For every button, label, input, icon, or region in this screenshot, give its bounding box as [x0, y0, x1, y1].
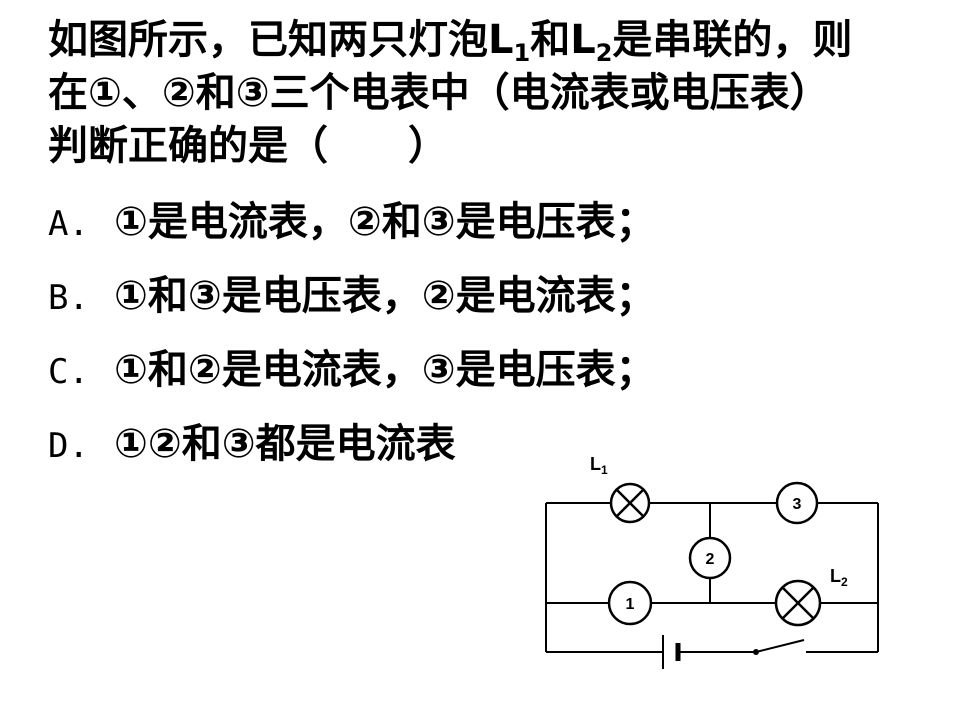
meter-1: 1: [607, 580, 653, 626]
question-line-1: 如图所示，已知两只灯泡L1和L2是串联的，则: [48, 17, 853, 67]
option-c-letter: C.: [48, 352, 89, 392]
question-line-3: 判断正确的是（ ）: [48, 123, 448, 169]
circuit-diagram: L1 L2 3 2 1: [545, 454, 879, 669]
lamp-l2-icon: [774, 579, 822, 627]
option-a-letter: A.: [48, 204, 89, 244]
option-b[interactable]: B. ①和③是电压表，②是电流表；: [48, 272, 656, 322]
meter-3: 3: [775, 481, 819, 525]
lamp-l1-icon: [609, 482, 651, 524]
option-c[interactable]: C. ①和②是电流表，③是电压表；: [48, 346, 656, 396]
switch-icon: [753, 639, 805, 655]
subscript-2: 2: [595, 39, 613, 67]
option-c-text: ①和②是电流表，③是电压表；: [114, 347, 656, 393]
question-line-2: 在①、②和③三个电表中（电流表或电压表）: [48, 70, 830, 116]
option-d-text: ①②和③都是电流表: [114, 421, 456, 467]
option-d[interactable]: D. ①②和③都是电流表: [48, 420, 456, 470]
meter-2: 2: [688, 536, 732, 580]
subscript-1: 1: [513, 39, 531, 67]
battery-icon: [662, 635, 681, 669]
question-text: 如图所示，已知两只灯泡L1和L2是串联的，则 在①、②和③三个电表中（电流表或电…: [48, 14, 938, 173]
option-a[interactable]: A. ①是电流表，②和③是电压表；: [48, 198, 656, 248]
option-d-letter: D.: [48, 426, 89, 466]
lamp-l2-label: L2: [830, 566, 848, 589]
option-b-letter: B.: [48, 278, 89, 318]
meter-1-label: 1: [626, 596, 635, 613]
meter-3-label: 3: [793, 496, 802, 513]
meter-2-label: 2: [706, 551, 715, 568]
option-a-text: ①是电流表，②和③是电压表；: [114, 199, 656, 245]
option-b-text: ①和③是电压表，②是电流表；: [114, 273, 656, 319]
lamp-l1-label: L1: [590, 454, 608, 477]
